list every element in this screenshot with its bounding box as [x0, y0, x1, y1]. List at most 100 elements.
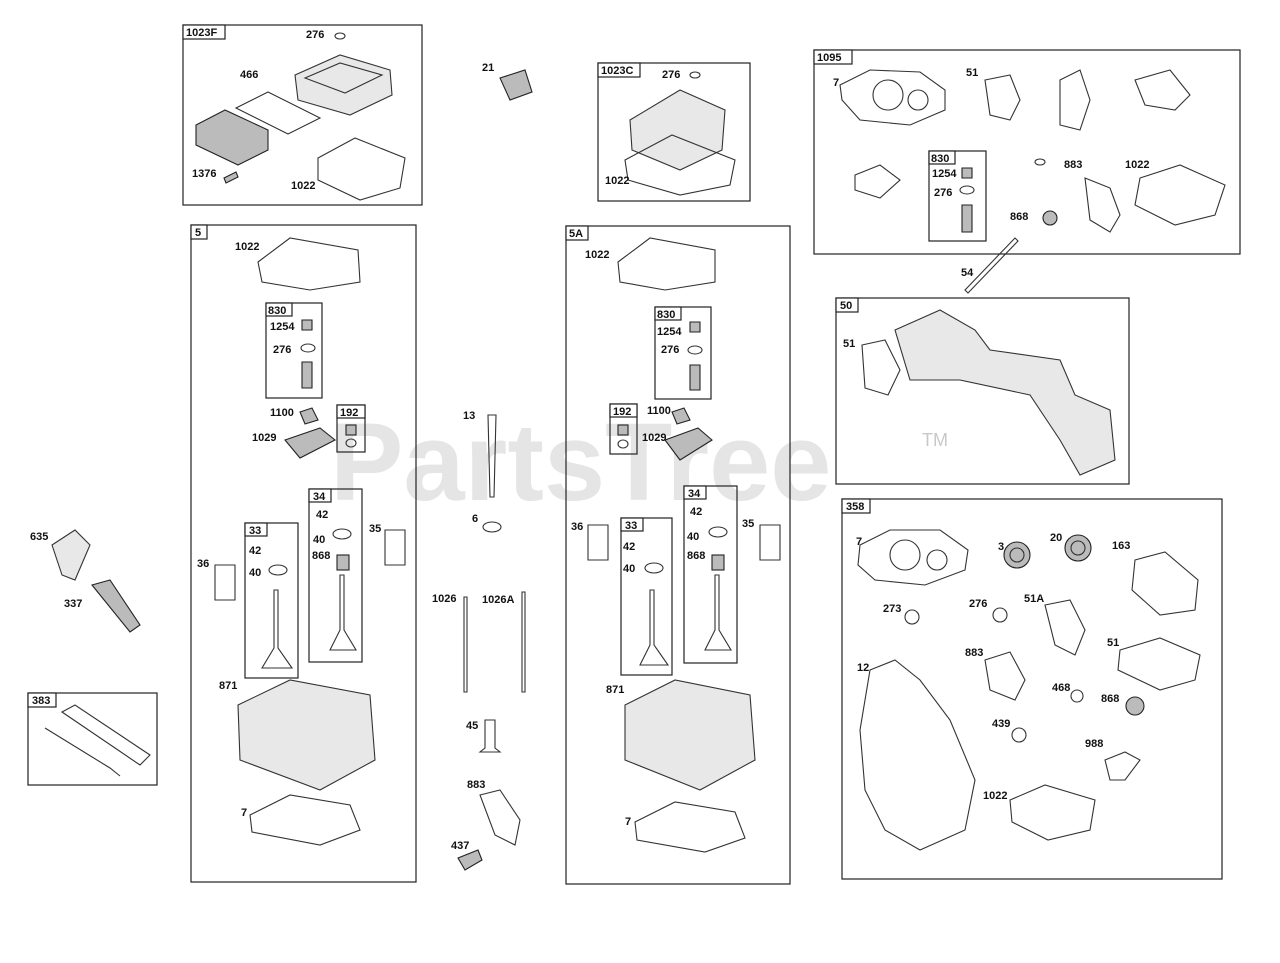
label-7: 7 — [241, 807, 247, 819]
part-6[interactable]: 6 — [472, 513, 502, 533]
label-276: 276 — [661, 344, 679, 356]
label-21: 21 — [482, 62, 494, 74]
tag-34: 34 — [688, 488, 701, 500]
group-1023F[interactable]: 1023F 276 466 1376 1022 — [182, 24, 423, 206]
tag-383: 383 — [32, 695, 50, 707]
group-1095[interactable]: 1095 830 7 51 1254 276 883 1022 868 — [813, 49, 1241, 255]
label-36: 36 — [197, 558, 209, 570]
label-276: 276 — [306, 29, 324, 41]
label-868: 868 — [312, 550, 330, 562]
label-883: 883 — [467, 779, 485, 791]
label-1022: 1022 — [235, 241, 259, 253]
label-635: 635 — [30, 531, 48, 543]
tag-830: 830 — [657, 309, 675, 321]
label-1026A: 1026A — [482, 594, 514, 606]
tag-192: 192 — [613, 406, 631, 418]
label-3: 3 — [998, 541, 1004, 553]
label-40: 40 — [249, 567, 261, 579]
group-50[interactable]: 50 51 — [835, 297, 1130, 485]
label-1376: 1376 — [192, 168, 216, 180]
part-1026A[interactable]: 1026A — [482, 591, 526, 693]
tag-33: 33 — [625, 520, 637, 532]
tag-5: 5 — [195, 227, 201, 239]
tag-33: 33 — [249, 525, 261, 537]
label-40: 40 — [687, 531, 699, 543]
label-51: 51 — [843, 338, 855, 350]
label-1254: 1254 — [932, 168, 957, 180]
label-988: 988 — [1085, 738, 1103, 750]
label-868: 868 — [687, 550, 705, 562]
valve-cover-part[interactable] — [294, 54, 393, 116]
label-7: 7 — [833, 77, 839, 89]
group-1023C[interactable]: 1023C 276 1022 — [597, 62, 751, 202]
label-40: 40 — [313, 534, 325, 546]
label-51A: 51A — [1024, 593, 1044, 605]
label-439: 439 — [992, 718, 1010, 730]
part-1026[interactable]: 1026 — [432, 593, 468, 693]
label-868: 868 — [1101, 693, 1119, 705]
tag-50: 50 — [840, 300, 852, 312]
part-883[interactable]: 883 — [467, 779, 521, 846]
label-40: 40 — [623, 563, 635, 575]
label-466: 466 — [240, 69, 258, 81]
label-7: 7 — [625, 816, 631, 828]
label-42: 42 — [690, 506, 702, 518]
tag-5A: 5A — [569, 228, 583, 240]
tag-358: 358 — [846, 501, 864, 513]
label-1022: 1022 — [605, 175, 629, 187]
label-868: 868 — [1010, 211, 1028, 223]
screw-part[interactable] — [223, 171, 239, 184]
label-871: 871 — [606, 684, 624, 696]
group-5[interactable]: 5 830 1254 276 192 1100 1029 34 42 40 86… — [190, 224, 417, 883]
seal-ring-part[interactable] — [334, 32, 346, 40]
group-383[interactable]: 383 — [27, 692, 158, 786]
gasket-part[interactable] — [234, 91, 322, 135]
label-883: 883 — [965, 647, 983, 659]
label-1254: 1254 — [270, 321, 295, 333]
label-1100: 1100 — [647, 405, 671, 417]
label-35: 35 — [742, 518, 754, 530]
label-42: 42 — [249, 545, 261, 557]
watermark-tm: TM — [922, 430, 948, 450]
group-358[interactable]: 358 7 3 20 163 273 276 51A 883 51 12 468… — [841, 498, 1223, 880]
label-51: 51 — [966, 67, 978, 79]
label-1026: 1026 — [432, 593, 456, 605]
cover-gasket-part[interactable] — [317, 137, 406, 201]
label-337: 337 — [64, 598, 82, 610]
label-871: 871 — [219, 680, 237, 692]
label-13: 13 — [463, 410, 475, 422]
part-635[interactable]: 635 — [30, 529, 91, 581]
tag-1023C: 1023C — [601, 65, 633, 77]
part-13[interactable]: 13 — [463, 410, 497, 498]
tag-830: 830 — [931, 153, 949, 165]
part-21[interactable]: 21 — [482, 62, 533, 101]
breather-part[interactable] — [195, 109, 269, 166]
label-7: 7 — [856, 536, 862, 548]
part-337[interactable]: 337 — [64, 579, 141, 633]
valve-cover-part[interactable] — [629, 89, 726, 171]
part-45[interactable]: 45 — [466, 719, 502, 753]
label-12: 12 — [857, 662, 869, 674]
label-1022: 1022 — [291, 180, 315, 192]
label-1254: 1254 — [657, 326, 682, 338]
tag-1095: 1095 — [817, 52, 841, 64]
label-1022: 1022 — [1125, 159, 1149, 171]
part-437[interactable]: 437 — [451, 840, 483, 871]
watermark-text: PartsTree — [330, 401, 831, 524]
label-1029: 1029 — [252, 432, 276, 444]
label-468: 468 — [1052, 682, 1070, 694]
label-45: 45 — [466, 720, 478, 732]
label-276: 276 — [273, 344, 291, 356]
label-276: 276 — [662, 69, 680, 81]
label-54: 54 — [961, 267, 974, 279]
label-1100: 1100 — [270, 407, 294, 419]
part-54[interactable]: 54 — [961, 237, 1019, 294]
group-5A[interactable]: 5A 830 1254 276 192 1100 1029 34 42 40 8… — [565, 225, 791, 885]
label-163: 163 — [1112, 540, 1130, 552]
tag-830: 830 — [268, 305, 286, 317]
label-51: 51 — [1107, 637, 1119, 649]
cover-gasket-part[interactable] — [624, 134, 736, 196]
label-36: 36 — [571, 521, 583, 533]
label-437: 437 — [451, 840, 469, 852]
